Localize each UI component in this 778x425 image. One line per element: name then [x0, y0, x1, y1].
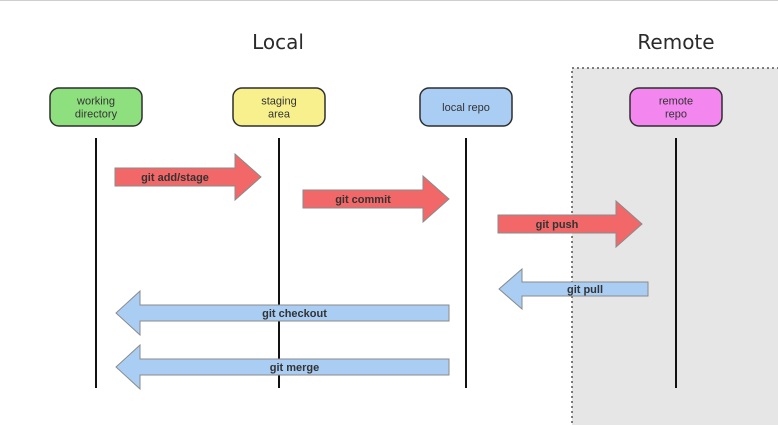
node-box-staging: [232, 87, 326, 127]
node-label-local: local repo: [442, 102, 490, 114]
node-box-local: [419, 87, 513, 127]
node-label-working: working: [76, 96, 115, 108]
arrow-git-pull: git pull: [498, 267, 649, 311]
node-label-staging: area: [268, 109, 291, 121]
section-title-local: Local: [252, 30, 304, 54]
arrow-shape-git-commit: [302, 174, 450, 224]
node-box-remote: [629, 87, 723, 127]
section-title-remote: Remote: [637, 30, 714, 54]
arrow-label-git-add: git add/stage: [141, 172, 209, 184]
arrow-git-commit: git commit: [302, 174, 450, 224]
node-label-working: directory: [75, 109, 118, 121]
lifelines: [95, 138, 677, 388]
arrow-shape-git-push: [497, 199, 643, 249]
arrow-label-git-checkout: git checkout: [262, 308, 327, 320]
arrow-git-add: git add/stage: [114, 152, 262, 202]
arrow-git-merge: git merge: [115, 343, 450, 391]
arrow-shape-git-pull: [498, 267, 649, 311]
arrow-label-git-commit: git commit: [335, 194, 391, 206]
arrow-label-git-push: git push: [536, 219, 579, 231]
arrow-shape-git-add: [114, 152, 262, 202]
arrow-label-git-merge: git merge: [270, 362, 320, 374]
arrow-git-push: git push: [497, 199, 643, 249]
arrow-shape-git-merge: [115, 343, 450, 391]
node-label-remote: repo: [665, 109, 687, 121]
arrow-git-checkout: git checkout: [115, 289, 450, 337]
node-local: local repo: [419, 87, 513, 127]
node-label-staging: staging: [261, 96, 296, 108]
node-label-remote: remote: [659, 96, 693, 108]
node-box-working: [49, 87, 143, 127]
arrow-shape-git-checkout: [115, 289, 450, 337]
arrow-label-git-pull: git pull: [567, 284, 603, 296]
command-arrows: git add/stage git commit git push git pull g…: [114, 152, 649, 391]
